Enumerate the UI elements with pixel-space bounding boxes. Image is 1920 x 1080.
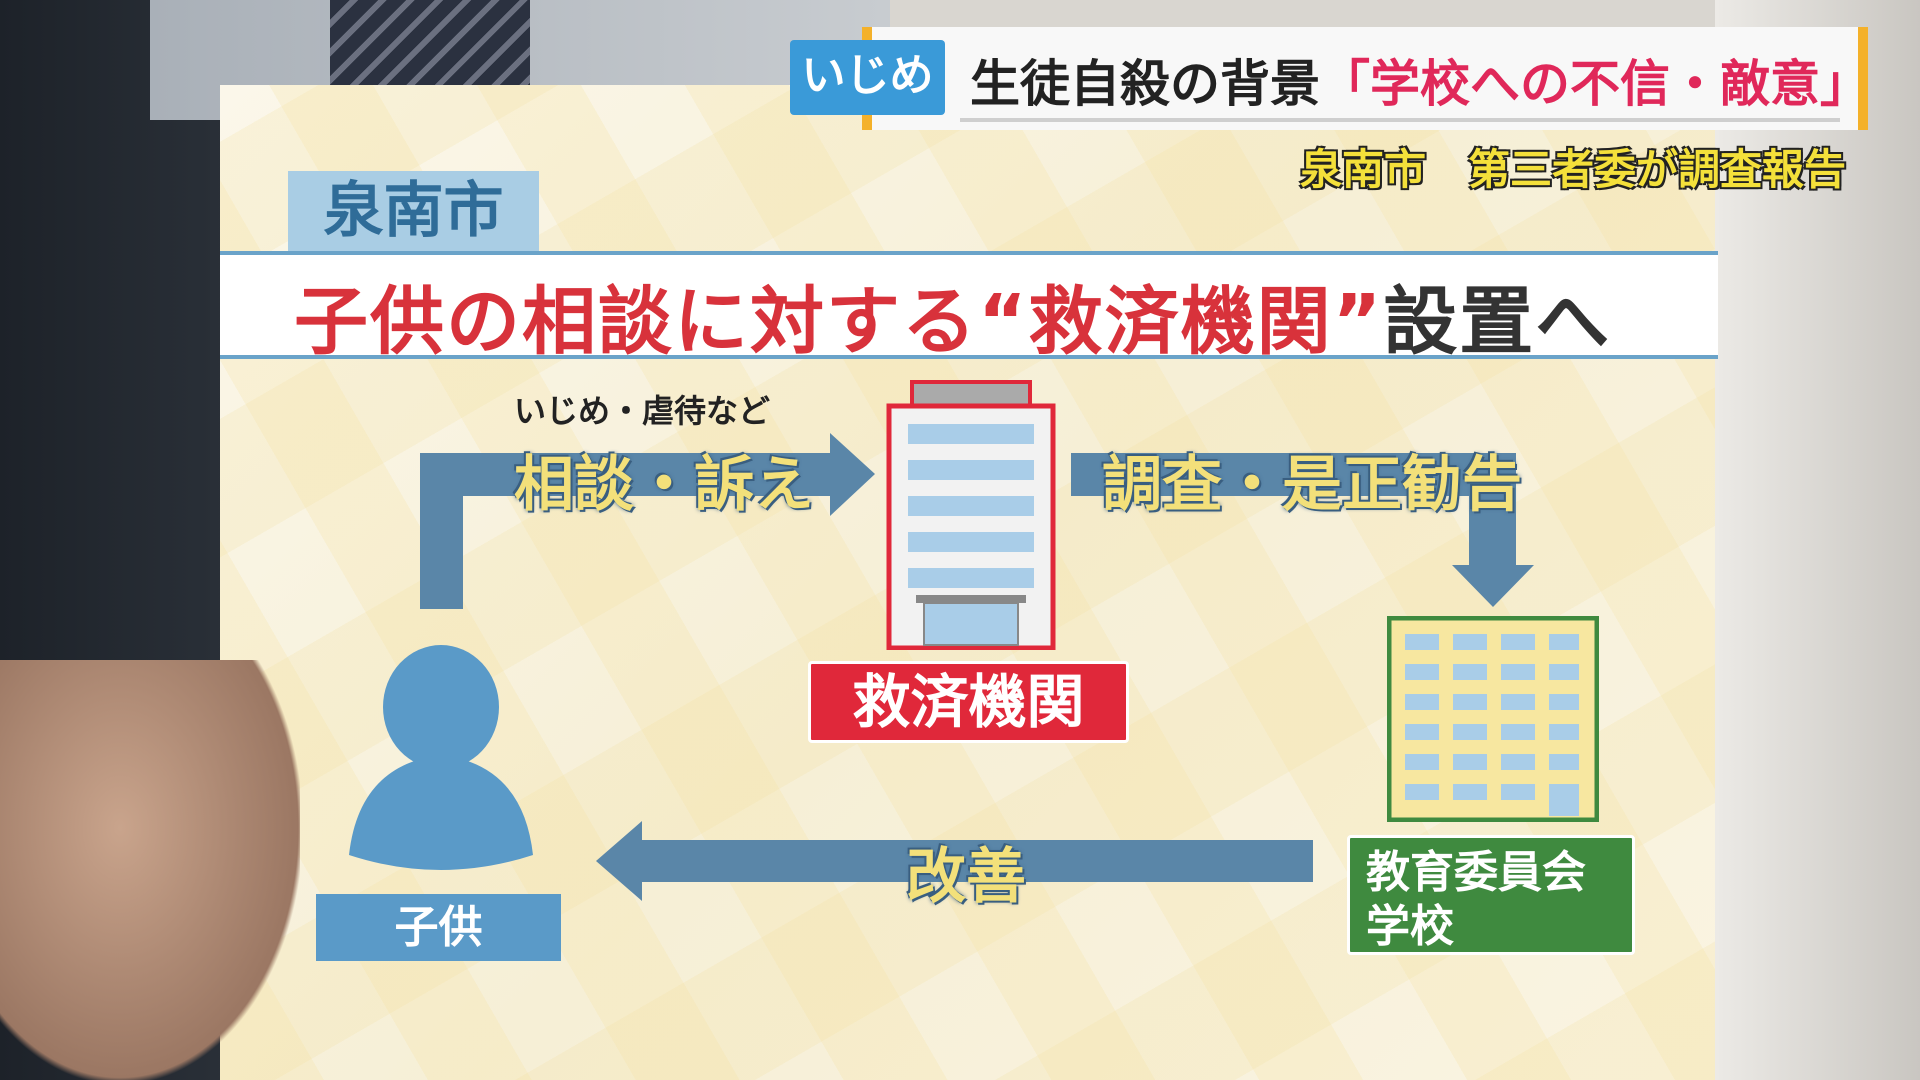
investigate-arrow-vertical — [1469, 453, 1516, 573]
improve-arrow-bar — [640, 840, 1313, 882]
consult-arrow-head — [830, 433, 875, 516]
headline-red: 「学校への不信・敵意」 — [1320, 55, 1870, 113]
investigate-arrow-head — [1452, 565, 1534, 607]
child-person-icon — [349, 645, 533, 870]
subtitle: 泉南市 第三者委が調査報告 — [1300, 145, 1847, 194]
improve-label: 改善 — [906, 842, 1026, 912]
board-title: 子供の相談に対する“救済機関”設置へ — [294, 262, 1611, 369]
studio-background — [1715, 0, 1920, 1080]
consult-label: 相談・訴え — [514, 450, 814, 520]
board-of-education-line: 教育委員会 — [1366, 847, 1586, 898]
title-dark: 設置へ — [1383, 279, 1612, 365]
school-building-icon — [1387, 616, 1599, 822]
investigate-label: 調査・是正勧告 — [1102, 450, 1522, 520]
topic-badge: いじめ — [790, 40, 945, 115]
news-banner — [862, 27, 1868, 130]
investigate-arrow-horizontal — [1071, 453, 1516, 496]
school-line: 学校 — [1366, 901, 1454, 952]
improve-arrow-head — [596, 821, 642, 901]
headline-black: 生徒自殺の背景 — [970, 55, 1320, 113]
consult-arrow-horizontal — [420, 453, 840, 496]
title-band — [220, 251, 1718, 359]
relief-agency-label: 救済機関 — [808, 661, 1129, 743]
presenter-tie — [330, 0, 530, 100]
title-red: 子供の相談に対する“救済機関” — [294, 279, 1384, 365]
relief-building-icon — [886, 380, 1056, 650]
child-label: 子供 — [316, 894, 561, 961]
note-text: いじめ・虐待など — [514, 392, 771, 430]
board-of-education-label: 教育委員会 学校 — [1347, 835, 1635, 955]
headline: 生徒自殺の背景「学校への不信・敵意」 — [970, 44, 1870, 116]
city-label: 泉南市 — [288, 171, 539, 251]
headline-underline — [960, 118, 1840, 122]
presenter-hand — [0, 660, 300, 1080]
